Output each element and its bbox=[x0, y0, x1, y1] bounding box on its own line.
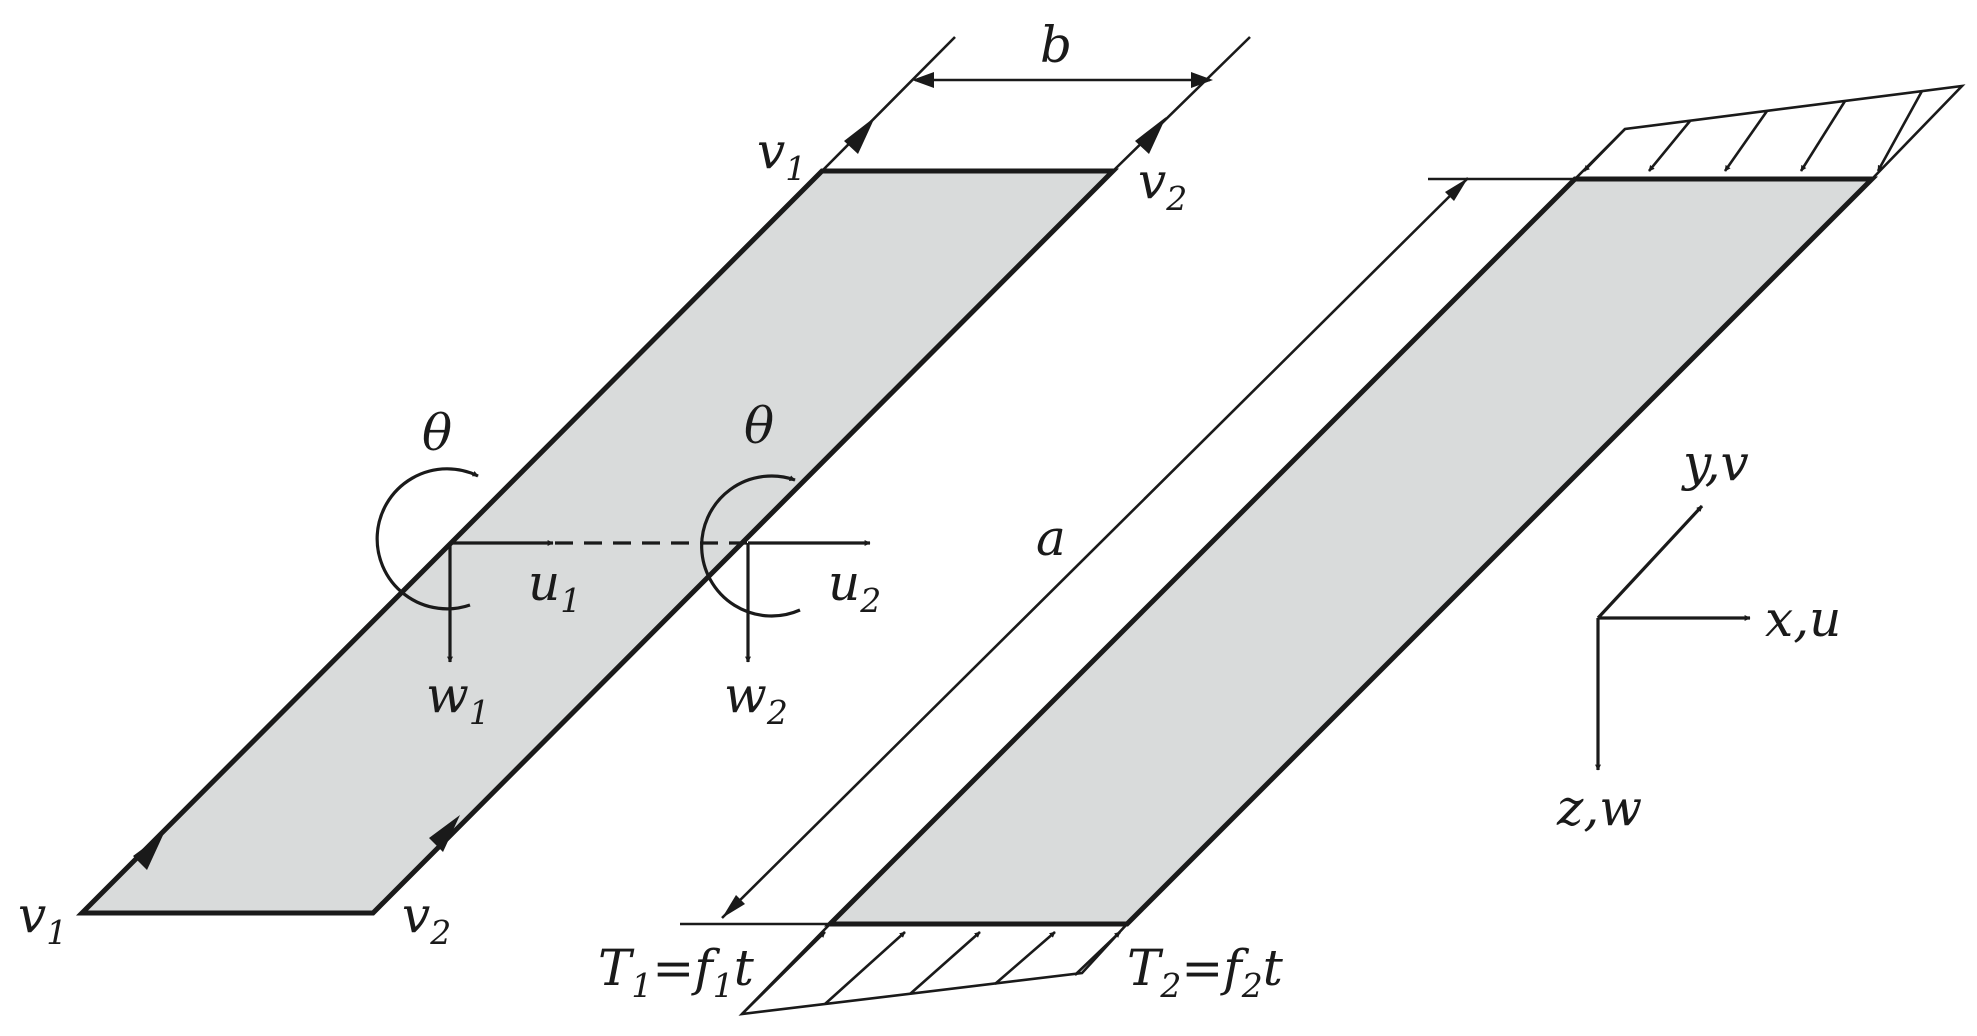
label-v1-bottom: v1 bbox=[18, 886, 67, 952]
bottom-load-arrow-3 bbox=[909, 931, 981, 995]
b-dimension-arrow-right bbox=[1191, 72, 1213, 88]
label-T2: T2=f2t bbox=[1127, 939, 1284, 1005]
right-strip bbox=[680, 84, 1966, 1016]
b-extension-line-right bbox=[1112, 36, 1251, 172]
top-load-arrow-4 bbox=[1799, 100, 1847, 172]
label-w1: w1 bbox=[426, 666, 490, 732]
top-load-arrow-2 bbox=[1647, 120, 1692, 172]
a-dimension-arrow-top bbox=[1445, 178, 1468, 201]
bottom-load-arrow-2 bbox=[824, 931, 906, 1005]
top-load-arrow-5 bbox=[1876, 90, 1924, 172]
label-v2-top: v2 bbox=[1138, 152, 1187, 218]
label-u2: u2 bbox=[828, 554, 881, 620]
label-axis-y: y,v bbox=[1681, 434, 1749, 492]
a-dimension-line bbox=[721, 177, 1469, 919]
top-arrow-v2 bbox=[1135, 117, 1166, 154]
theta2-rotation-arrow bbox=[700, 474, 801, 618]
bottom-load-outline bbox=[738, 923, 1128, 1016]
left-edge-arrow-v2 bbox=[429, 815, 460, 852]
top-load-arrow-3 bbox=[1723, 110, 1769, 172]
label-axis-z: z,w bbox=[1556, 779, 1642, 837]
label-u1: u1 bbox=[528, 554, 581, 620]
label-b: b bbox=[1040, 16, 1072, 74]
b-extension-line-left bbox=[821, 36, 956, 172]
left-strip bbox=[75, 36, 1251, 916]
label-a: a bbox=[1036, 509, 1066, 567]
b-dimension-arrow-left bbox=[912, 72, 934, 88]
axis-y-arrow bbox=[1596, 504, 1704, 620]
bottom-load-arrow-5 bbox=[1074, 931, 1121, 976]
label-theta-right: θ bbox=[744, 397, 774, 455]
left-edge-arrow-v1 bbox=[133, 833, 164, 870]
label-v2-bottom: v2 bbox=[402, 886, 451, 952]
label-w2: w2 bbox=[724, 666, 788, 732]
label-axis-x: x,u bbox=[1765, 590, 1841, 648]
top-load-arrow-1 bbox=[1583, 128, 1626, 172]
bottom-load-arrow-4 bbox=[994, 931, 1056, 985]
top-load-outline bbox=[1574, 84, 1966, 180]
label-T1: T1=f1t bbox=[598, 939, 755, 1005]
bottom-load-arrow-1 bbox=[741, 931, 826, 1015]
top-arrow-v1 bbox=[844, 117, 875, 154]
label-theta-left: θ bbox=[422, 404, 452, 462]
label-v1-top: v1 bbox=[757, 122, 806, 188]
a-dimension-arrow-bottom bbox=[722, 895, 745, 918]
theta1-rotation-arrow bbox=[375, 467, 479, 611]
coordinate-axes bbox=[1595, 504, 1751, 771]
